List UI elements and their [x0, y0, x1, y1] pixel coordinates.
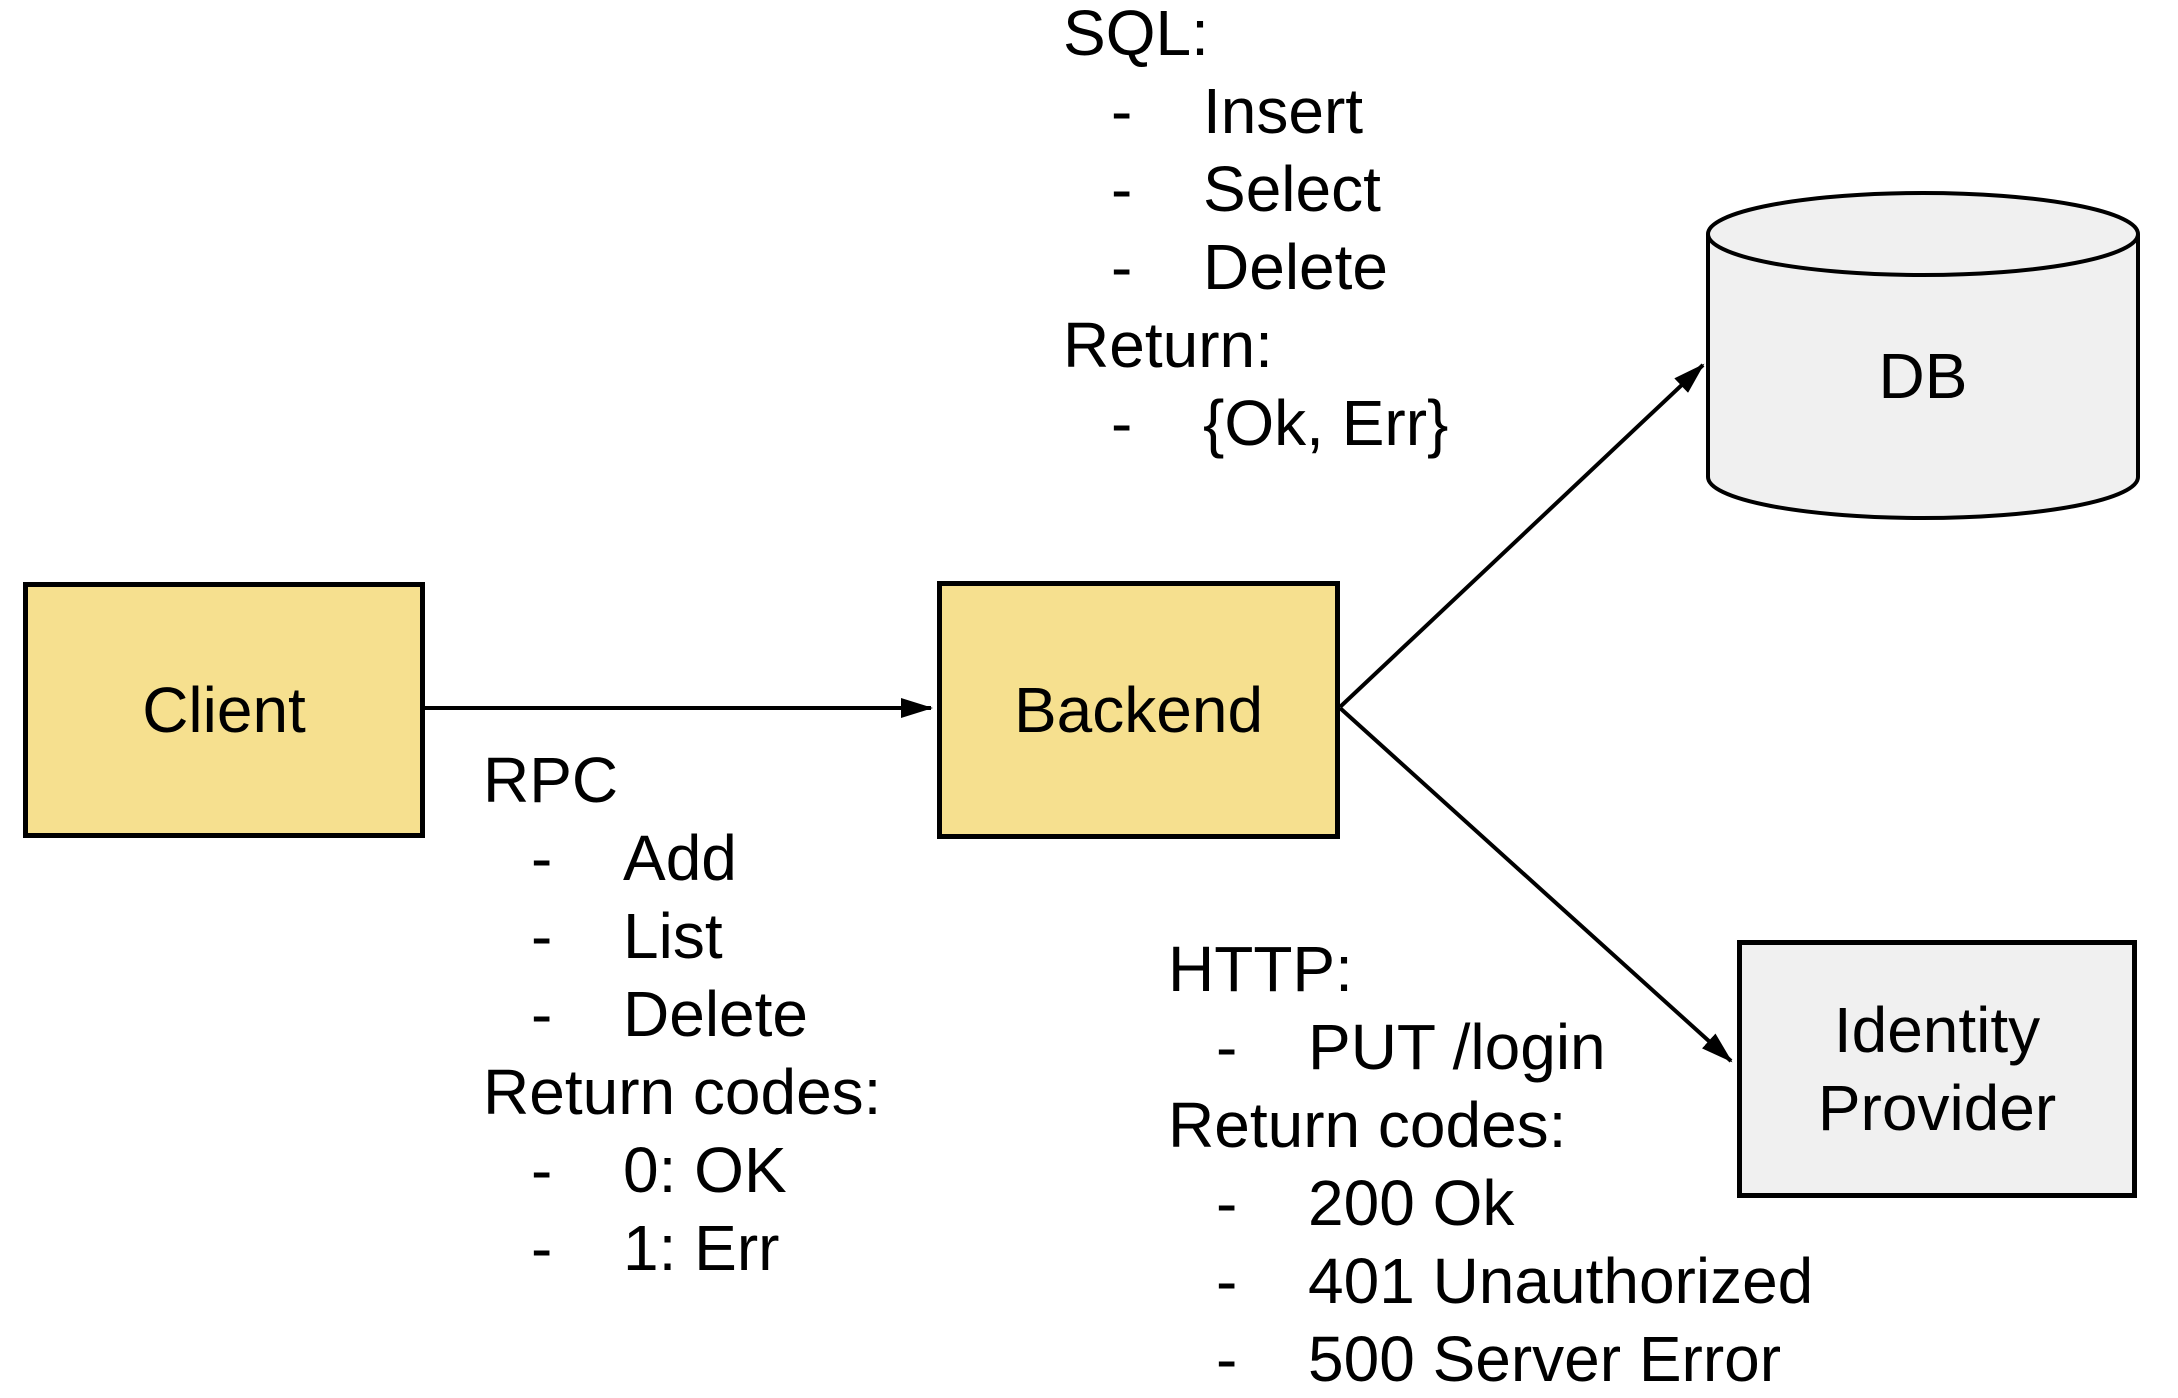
bullet-dash: - [531, 900, 553, 972]
bullet-dash: - [1111, 231, 1133, 303]
arrow-backend-to-idp [1338, 706, 1733, 1063]
db-label: DB [1878, 340, 1968, 412]
bullet-dash: - [1111, 387, 1133, 459]
list-item: - List [483, 897, 881, 975]
bullet-dash: - [1216, 1323, 1238, 1395]
list-item-label: PUT /login [1308, 1011, 1606, 1083]
bullet-dash: - [1216, 1245, 1238, 1317]
list-item-label: Insert [1203, 75, 1364, 147]
list-item-label: 0: OK [623, 1134, 787, 1206]
annotation-return-title: Return: [1063, 309, 1273, 381]
list-item-label: 500 Server Error [1308, 1323, 1782, 1395]
list-item-label: Add [623, 822, 737, 894]
bullet-dash: - [531, 822, 553, 894]
bullet-dash: - [531, 1134, 553, 1206]
http-annotation: HTTP: - PUT /login Return codes: - 200 O… [1168, 930, 1813, 1398]
list-item: - 1: Err [483, 1209, 881, 1287]
list-item: - Delete [1063, 228, 1448, 306]
list-item-label: 1: Err [623, 1212, 780, 1284]
list-item-label: 401 Unauthorized [1308, 1245, 1814, 1317]
arrow-backend-to-db [1338, 363, 1705, 709]
list-item-label: Delete [623, 978, 808, 1050]
list-item-label: Delete [1203, 231, 1388, 303]
annotation-title: SQL: [1063, 0, 1209, 69]
list-item-label: 200 Ok [1308, 1167, 1515, 1239]
bullet-dash: - [1111, 153, 1133, 225]
rpc-annotation: RPC - Add - List - Delete Return codes: … [483, 741, 881, 1287]
list-item: - 0: OK [483, 1131, 881, 1209]
list-item: - 500 Server Error [1168, 1320, 1813, 1398]
bullet-dash: - [531, 978, 553, 1050]
bullet-dash: - [1216, 1167, 1238, 1239]
list-item-label: {Ok, Err} [1203, 387, 1449, 459]
idp-label-line: Identity [1833, 994, 2041, 1066]
list-item: - PUT /login [1168, 1008, 1813, 1086]
bullet-dash: - [1111, 75, 1133, 147]
list-item-label: List [623, 900, 723, 972]
idp-label-line: Provider [1817, 1072, 2057, 1144]
annotation-title: RPC [483, 744, 619, 816]
bullet-dash: - [1216, 1011, 1238, 1083]
db-node: DB [1708, 234, 2138, 518]
bullet-dash: - [531, 1212, 553, 1284]
backend-node: Backend [937, 581, 1340, 839]
list-item: - Select [1063, 150, 1448, 228]
annotation-return-title: Return codes: [1168, 1089, 1567, 1161]
db-cylinder-top [1706, 191, 2140, 277]
list-item: - {Ok, Err} [1063, 384, 1448, 462]
db-cylinder-body [1706, 234, 2140, 520]
list-item: - 401 Unauthorized [1168, 1242, 1813, 1320]
sql-annotation: SQL: - Insert - Select - Delete Return: … [1063, 0, 1448, 462]
annotation-return-title: Return codes: [483, 1056, 882, 1128]
identity-provider-node: Identity Provider [1737, 940, 2137, 1198]
list-item: - Add [483, 819, 881, 897]
client-node: Client [23, 582, 425, 838]
list-item: - Delete [483, 975, 881, 1053]
list-item: - Insert [1063, 72, 1448, 150]
backend-label: Backend [1013, 674, 1264, 746]
annotation-title: HTTP: [1168, 933, 1353, 1005]
client-label: Client [142, 674, 306, 746]
list-item: - 200 Ok [1168, 1164, 1813, 1242]
list-item-label: Select [1203, 153, 1381, 225]
